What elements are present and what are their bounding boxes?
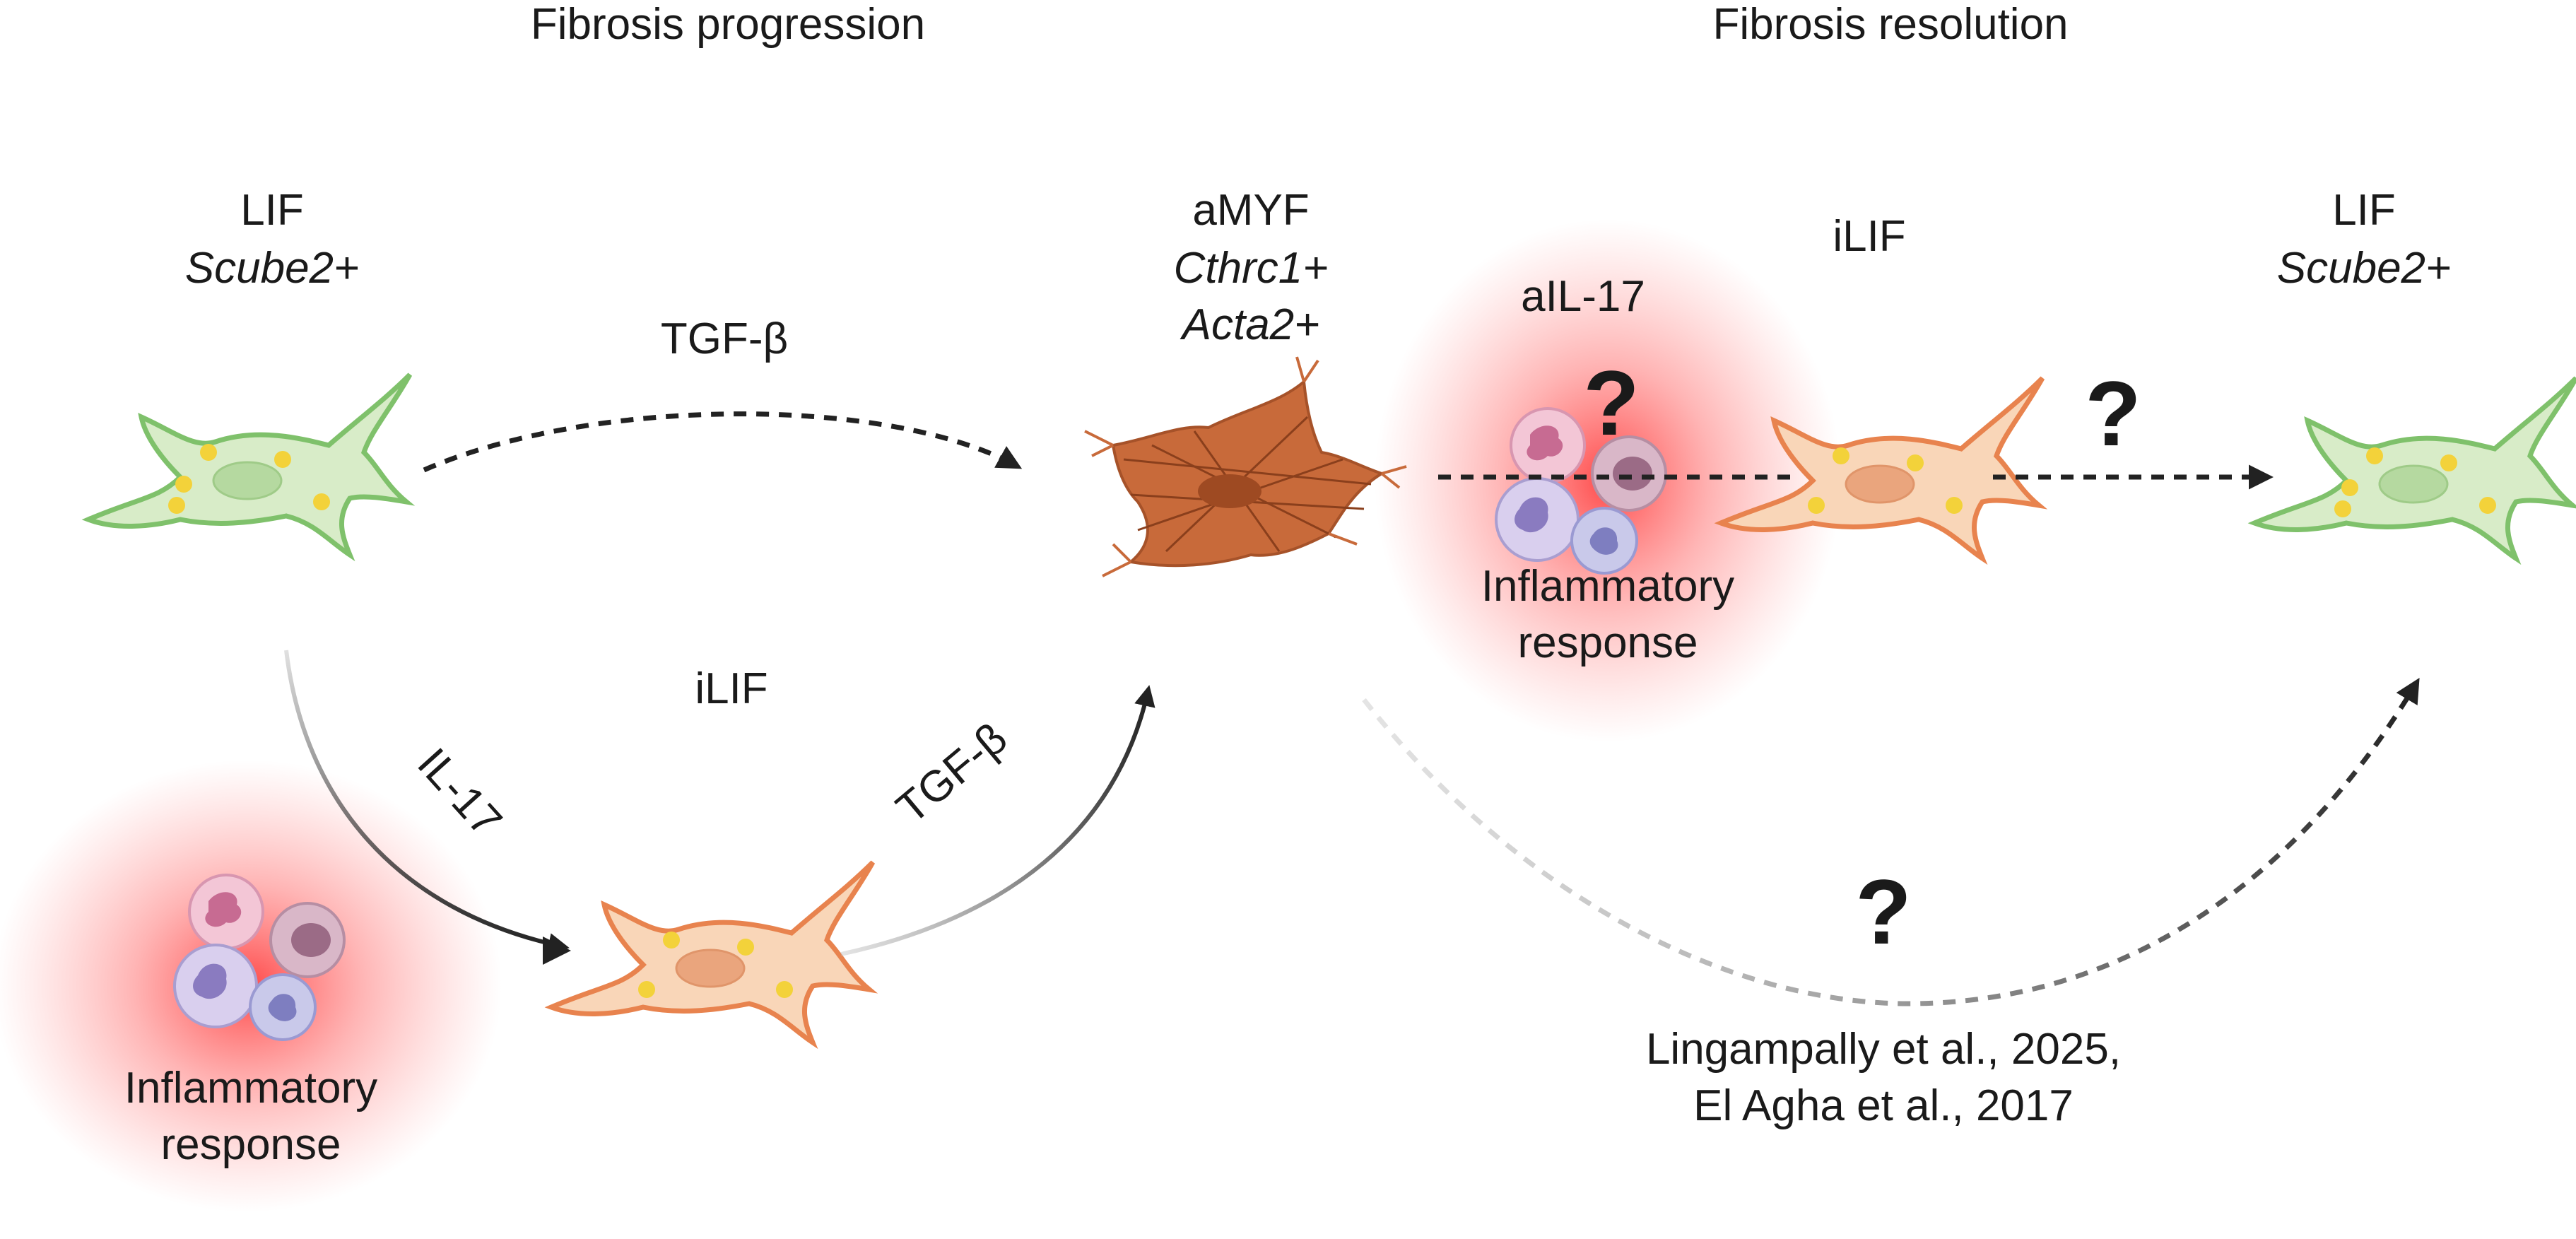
inflammatory-right-line2: response xyxy=(1517,618,1698,667)
lif-right-cell-icon xyxy=(2254,378,2576,558)
amyf-marker-1: Cthrc1+ xyxy=(1174,244,1329,293)
question-mark-3: ? xyxy=(1855,860,1911,963)
amyf-to-lif-dashed-arrow xyxy=(1362,677,2420,1006)
inflammatory-left-line1: Inflammatory xyxy=(124,1064,377,1112)
ilif-bottom-cell-icon xyxy=(551,862,873,1043)
lif-left-marker: Scube2+ xyxy=(185,244,360,293)
citation-line-2: El Agha et al., 2017 xyxy=(1693,1081,2074,1130)
amyf-marker-2: Acta2+ xyxy=(1180,300,1320,349)
header-progression: Fibrosis progression xyxy=(531,0,925,49)
lif-right-label: LIF xyxy=(2332,186,2396,235)
inflammatory-left-line2: response xyxy=(160,1120,341,1169)
tgfb-top-arrow xyxy=(423,411,1023,473)
inflammatory-right-line1: Inflammatory xyxy=(1481,562,1734,611)
question-mark-2: ? xyxy=(2085,362,2141,465)
lif-left-label: LIF xyxy=(240,186,304,235)
il17-arrow xyxy=(284,650,570,954)
amyf-label: aMYF xyxy=(1192,186,1309,235)
citation-line-1: Lingampally et al., 2025, xyxy=(1646,1025,2121,1074)
ail17-label: aIL-17 xyxy=(1521,272,1645,321)
tgfb-bottom-label: TGF-β xyxy=(888,714,1016,833)
header-resolution: Fibrosis resolution xyxy=(1712,0,2068,49)
lif-left-cell-icon xyxy=(88,375,410,555)
ilif-bottom-label: iLIF xyxy=(695,664,767,713)
tgfb-bottom-arrow xyxy=(840,685,1155,956)
lif-right-marker: Scube2+ xyxy=(2277,244,2452,293)
tgfb-top-label: TGF-β xyxy=(661,315,788,363)
amyf-cell-icon xyxy=(1084,356,1407,577)
ilif-right-label: iLIF xyxy=(1833,212,1905,261)
